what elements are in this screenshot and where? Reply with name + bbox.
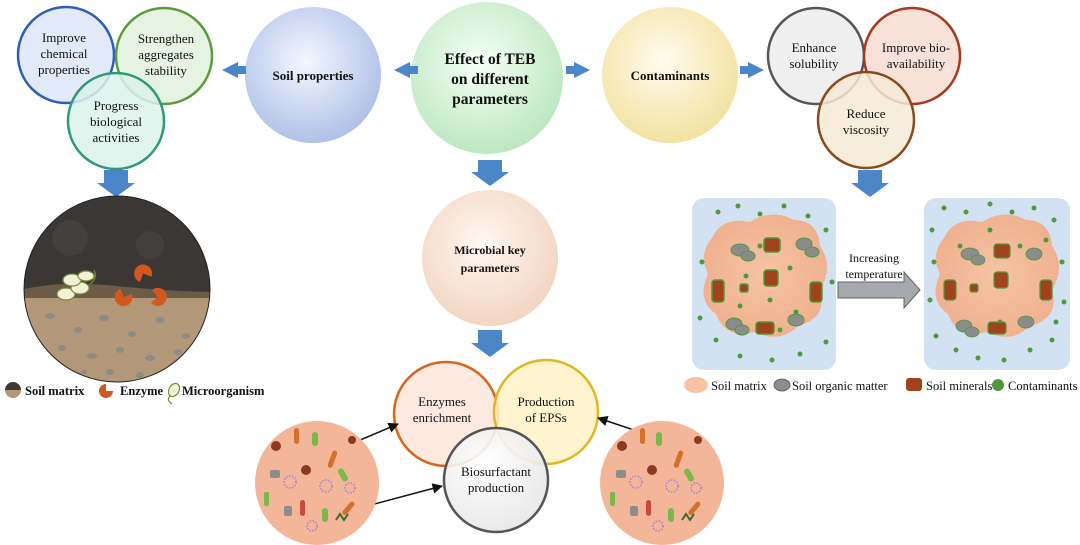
- right-microbes: [610, 428, 702, 532]
- contaminant-legend: Soil matrix Soil organic matter Soil min…: [684, 377, 1078, 393]
- center-line-2: on different: [451, 71, 529, 88]
- aggregates-line-1: Strengthen: [138, 31, 195, 46]
- legend-microorganism: Microorganism: [182, 384, 265, 398]
- microorganism-cluster: [56, 269, 96, 301]
- arrow-left-2: [222, 62, 246, 78]
- aggregates-line-3: stability: [145, 63, 187, 78]
- legend-mineral-swatch: [906, 378, 922, 391]
- eps-line-2: of EPSs: [525, 410, 567, 425]
- legend-contaminants: Contaminants: [1008, 379, 1078, 393]
- before-mineral-clusters: [711, 237, 823, 335]
- microorganism-swatch: [167, 382, 181, 405]
- arrow-down-center: [471, 160, 509, 186]
- enzymes-line-2: enrichment: [413, 410, 472, 425]
- solubility-line-1: Enhance: [792, 40, 837, 55]
- contaminant-effects-venn: Enhance solubility Improve bio- availabi…: [766, 6, 962, 170]
- left-microbes: [264, 428, 356, 532]
- arrow-down-microbial: [471, 330, 509, 357]
- soil-profile-illustration: [23, 195, 211, 383]
- legend-matrix-swatch: [684, 377, 708, 393]
- aggregates-line-2: aggregates: [138, 47, 194, 62]
- petri-dish-right: [600, 421, 724, 545]
- flow-arrows: [97, 62, 889, 357]
- legend-enzyme: Enzyme: [120, 384, 164, 398]
- biosurfactant-line-1: Biosurfactant: [461, 464, 531, 479]
- temperature-line-1: Increasing: [849, 251, 899, 265]
- soil-properties-label: Soil properties: [272, 68, 353, 83]
- center-node: Effect of TEB on different parameters: [411, 2, 563, 154]
- before-organic-matter: [725, 237, 820, 336]
- legend-organic-swatch: [773, 378, 791, 392]
- solubility-line-2: solubility: [789, 56, 839, 71]
- before-contaminant-dots: [697, 203, 835, 363]
- legend-organic-matter: Soil organic matter: [792, 379, 888, 393]
- enzymes-line-1: Enzymes: [418, 394, 466, 409]
- biological-line-1: Progress: [94, 98, 139, 113]
- eps-line-1: Production: [517, 394, 575, 409]
- contaminants-label: Contaminants: [631, 68, 710, 83]
- soil-pebbles: [45, 313, 190, 378]
- bioavailability-line-2: availability: [887, 56, 946, 71]
- chemical-line-1: Improve: [42, 30, 86, 45]
- soil-matrix-swatch: [5, 382, 21, 398]
- temperature-line-2: temperature: [845, 267, 902, 281]
- chemical-line-2: chemical: [41, 46, 88, 61]
- contaminants-node: Contaminants: [602, 7, 738, 143]
- arrow-left-1: [394, 62, 418, 78]
- chemical-line-3: properties: [38, 62, 90, 77]
- center-line-3: parameters: [452, 91, 528, 108]
- arrow-right-2: [740, 62, 764, 78]
- enzyme-swatch: [99, 384, 113, 398]
- soil-legend: Soil matrix Enzyme Microorganism: [5, 382, 265, 405]
- petri-dish-left: [255, 421, 379, 545]
- viscosity-line-2: viscosity: [843, 122, 890, 137]
- legend-minerals: Soil minerals: [926, 379, 992, 393]
- bioavailability-line-1: Improve bio-: [882, 40, 950, 55]
- legend-soil-matrix: Soil matrix: [25, 384, 85, 398]
- after-organic-matter: [955, 247, 1043, 338]
- biological-line-2: biological: [90, 114, 142, 129]
- soil-effects-venn: Improve chemical properties Strengthen a…: [16, 5, 214, 171]
- arrow-right-1: [566, 62, 590, 78]
- legend-contaminant-swatch: [992, 379, 1004, 391]
- microbial-node: Microbial key parameters: [422, 190, 558, 326]
- microbial-line-1: Microbial key: [454, 243, 525, 257]
- legend-contam-soil-matrix: Soil matrix: [711, 379, 768, 393]
- biosurfactant-line-2: production: [468, 480, 525, 495]
- temperature-arrow: Increasing temperature: [837, 251, 921, 310]
- arrow-down-soil: [97, 170, 135, 197]
- arrow-down-contam: [851, 170, 889, 197]
- contaminant-panel-before: [692, 198, 836, 370]
- soil-properties-node: Soil properties: [245, 7, 381, 143]
- after-contaminant-dots: [927, 201, 1067, 363]
- enzyme-cluster: [114, 264, 167, 307]
- contaminant-panel-after: [924, 198, 1070, 370]
- center-line-1: Effect of TEB: [445, 51, 536, 68]
- microbial-effects-venn: Enzymes enrichment Production of EPSs Bi…: [392, 358, 600, 534]
- after-mineral-clusters: [943, 243, 1053, 335]
- microbial-line-2: parameters: [461, 261, 520, 275]
- biological-line-3: activities: [93, 130, 140, 145]
- viscosity-line-1: Reduce: [847, 106, 886, 121]
